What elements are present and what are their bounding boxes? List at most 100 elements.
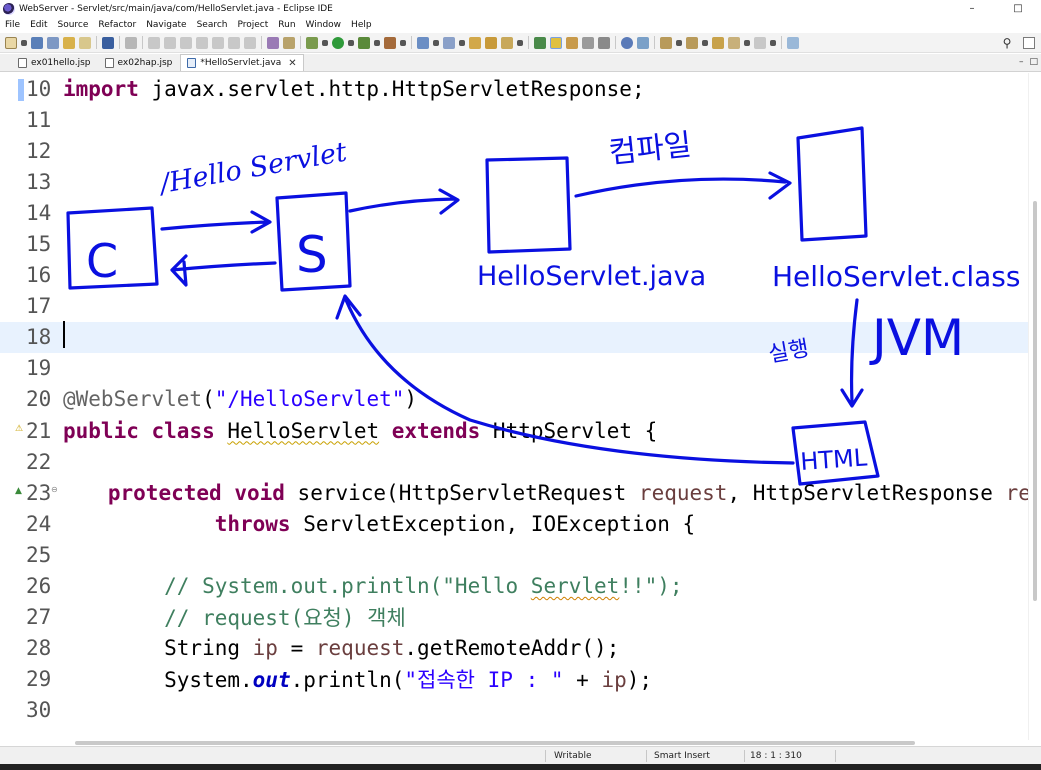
dropdown-icon[interactable] <box>676 39 682 46</box>
mark-occurrences-icon[interactable] <box>534 36 546 49</box>
menu-search[interactable]: Search <box>196 20 228 30</box>
search-task-icon[interactable] <box>283 36 295 49</box>
vertical-scrollbar[interactable] <box>1028 73 1041 740</box>
code-line[interactable]: 14 <box>0 197 1041 228</box>
dropdown-icon[interactable] <box>348 39 354 46</box>
code-line[interactable]: 10 import javax.servlet.http.HttpServlet… <box>0 73 1041 104</box>
maximize-view-button[interactable]: □ <box>1029 57 1038 67</box>
scrollbar-thumb[interactable] <box>1033 201 1037 601</box>
dropdown-icon[interactable] <box>21 39 27 46</box>
new-server-icon[interactable] <box>443 36 455 49</box>
dropdown-icon[interactable] <box>517 39 523 46</box>
menu-navigate[interactable]: Navigate <box>146 20 187 30</box>
menu-edit[interactable]: Edit <box>30 20 48 30</box>
code-line[interactable]: 22 <box>0 446 1041 477</box>
menu-window[interactable]: Window <box>305 20 342 30</box>
new-icon[interactable] <box>5 36 17 49</box>
menu-help[interactable]: Help <box>351 20 372 30</box>
insert-mode-status[interactable]: Smart Insert <box>654 751 710 761</box>
override-icon[interactable]: ▲ <box>15 486 22 497</box>
code-line[interactable]: ▲ ⊖ 23 protected void service(HttpServle… <box>0 477 1041 508</box>
menu-refactor[interactable]: Refactor <box>98 20 137 30</box>
minimize-button[interactable]: – <box>969 3 975 14</box>
disconnect-icon[interactable] <box>196 36 208 49</box>
previous-annotation-icon[interactable] <box>686 36 698 49</box>
code-line[interactable]: 15 <box>0 228 1041 259</box>
fold-icon[interactable]: ⊖ <box>51 485 58 495</box>
redo-icon[interactable] <box>79 36 91 49</box>
new-java-project-icon[interactable] <box>417 36 429 49</box>
dropdown-icon[interactable] <box>374 39 380 46</box>
code-line[interactable]: 30 <box>0 695 1041 726</box>
horizontal-scrollbar[interactable] <box>61 740 981 746</box>
tab-helloservlet[interactable]: *HelloServlet.java ✕ <box>180 54 304 71</box>
forward-icon[interactable] <box>754 36 766 49</box>
code-line[interactable]: 25 <box>0 539 1041 570</box>
search-icon[interactable]: ⚲ <box>1002 36 1012 50</box>
minimize-view-button[interactable]: – <box>1018 57 1024 67</box>
code-line[interactable]: 19 <box>0 353 1041 384</box>
last-edit-icon[interactable] <box>712 36 724 49</box>
menu-run[interactable]: Run <box>278 20 296 30</box>
close-icon[interactable]: ✕ <box>288 57 297 69</box>
toggle-highlight-icon[interactable] <box>550 36 562 49</box>
globe-icon[interactable] <box>621 36 633 49</box>
terminate-icon[interactable] <box>180 36 192 49</box>
step-return-icon[interactable] <box>244 36 256 49</box>
code-line[interactable]: 13 <box>0 166 1041 197</box>
maximize-button[interactable]: □ <box>1013 3 1023 14</box>
back-icon[interactable] <box>728 36 740 49</box>
tab-ex01hello[interactable]: ex01hello.jsp <box>12 54 97 71</box>
dropdown-icon[interactable] <box>400 39 406 46</box>
pilcrow-icon[interactable] <box>598 36 610 49</box>
undo-icon[interactable] <box>63 36 75 49</box>
dropdown-icon[interactable] <box>702 39 708 46</box>
code-line[interactable]: 26 // System.out.println("Hello Servlet!… <box>0 571 1041 602</box>
tab-ex02hap[interactable]: ex02hap.jsp <box>98 54 179 71</box>
dropdown-icon[interactable] <box>459 39 465 46</box>
coverage-icon[interactable] <box>358 36 370 49</box>
code-line[interactable]: ⚠ 21 public class HelloServlet extends H… <box>0 415 1041 446</box>
new-interface-icon[interactable] <box>501 36 513 49</box>
next-annotation-icon[interactable] <box>660 36 672 49</box>
dropdown-icon[interactable] <box>770 39 776 46</box>
show-whitespace-icon[interactable] <box>566 36 578 49</box>
debug-icon[interactable] <box>306 36 318 49</box>
code-line[interactable]: 16 <box>0 260 1041 291</box>
step-over-icon[interactable] <box>228 36 240 49</box>
cursor-position[interactable]: 18 : 1 : 310 <box>750 751 802 761</box>
code-line[interactable]: 28 String ip = request.getRemoteAddr(); <box>0 633 1041 664</box>
dropdown-icon[interactable] <box>322 39 328 46</box>
new-package-icon[interactable] <box>469 36 481 49</box>
dropdown-icon[interactable] <box>433 39 439 46</box>
code-line[interactable]: 12 <box>0 135 1041 166</box>
run-icon[interactable] <box>332 36 344 49</box>
code-line[interactable]: 20 @WebServlet("/HelloServlet") <box>0 384 1041 415</box>
current-code-line[interactable]: 18 <box>0 321 1041 353</box>
save-icon[interactable] <box>31 36 43 49</box>
terminal-icon[interactable] <box>102 36 114 49</box>
code-line[interactable]: 17 <box>0 291 1041 322</box>
menu-source[interactable]: Source <box>57 20 89 30</box>
code-editor[interactable]: 10 import javax.servlet.http.HttpServlet… <box>0 73 1041 740</box>
block-selection-icon[interactable] <box>582 36 594 49</box>
code-line[interactable]: 11 <box>0 104 1041 135</box>
open-type-icon[interactable] <box>267 36 279 49</box>
dropdown-icon[interactable] <box>744 39 750 46</box>
console-icon[interactable] <box>637 36 649 49</box>
suspend-icon[interactable] <box>164 36 176 49</box>
code-line[interactable]: 29 System.out.println("접속한 IP : " + ip); <box>0 664 1041 695</box>
warning-icon[interactable]: ⚠ <box>15 424 24 435</box>
menu-project[interactable]: Project <box>237 20 269 30</box>
scrollbar-thumb[interactable] <box>75 741 915 745</box>
perspective-icon[interactable] <box>1023 37 1035 49</box>
pin-editor-icon[interactable] <box>787 36 799 49</box>
resume-icon[interactable] <box>148 36 160 49</box>
save-all-icon[interactable] <box>47 36 59 49</box>
external-tools-icon[interactable] <box>384 36 396 49</box>
new-class-icon[interactable] <box>485 36 497 49</box>
code-line[interactable]: 27 // request(요청) 객체 <box>0 602 1041 633</box>
code-line[interactable]: 24 throws ServletException, IOException … <box>0 508 1041 539</box>
menu-file[interactable]: File <box>5 20 21 30</box>
skip-breakpoints-icon[interactable] <box>125 36 137 49</box>
